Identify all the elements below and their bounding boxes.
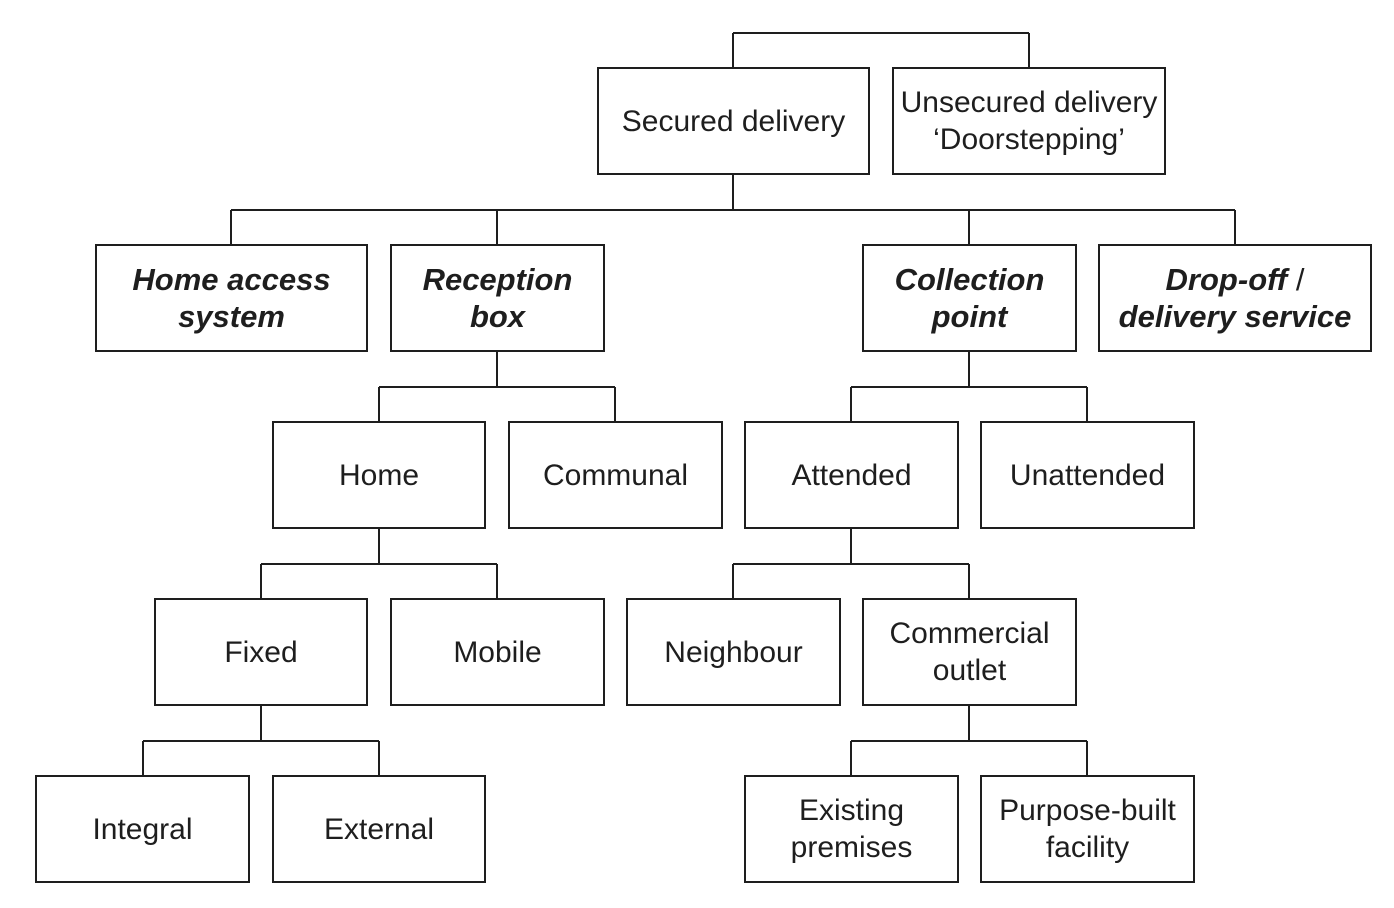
node-label-line2: box [469, 299, 526, 334]
node-label: Collection [894, 262, 1045, 297]
node-home-access-system: Home access system [95, 244, 368, 352]
node-neighbour: Neighbour [626, 598, 841, 706]
node-fixed: Fixed [154, 598, 368, 706]
node-label: Integral [92, 812, 193, 846]
node-label: Purpose-built [999, 794, 1176, 827]
node-external: External [272, 775, 486, 883]
node-label-line2: premises [790, 831, 913, 864]
node-label-line2: system [178, 299, 285, 334]
node-label: Fixed [224, 635, 298, 669]
node-label-line2: outlet [932, 654, 1007, 687]
node-label-line2: facility [1045, 831, 1130, 864]
node-label: Existing [798, 794, 905, 827]
node-mobile: Mobile [390, 598, 605, 706]
node-communal: Communal [508, 421, 723, 529]
node-attended: Attended [744, 421, 959, 529]
node-label: Mobile [453, 635, 542, 669]
node-label: Unsecured delivery [900, 86, 1158, 119]
node-reception-box: Reception box [390, 244, 605, 352]
node-label-row: Drop-off / [1166, 261, 1305, 298]
node-unsecured-delivery: Unsecured delivery ‘Doorstepping’ [892, 67, 1166, 175]
node-label: Unattended [1009, 458, 1166, 492]
node-label-slash: / [1287, 262, 1305, 297]
node-label: External [323, 812, 435, 846]
node-label: Secured delivery [621, 104, 846, 138]
node-label: Communal [542, 458, 689, 492]
node-label: Reception [422, 262, 573, 297]
node-label: Drop-off [1165, 262, 1288, 297]
node-collection-point: Collection point [862, 244, 1077, 352]
node-existing-premises: Existing premises [744, 775, 959, 883]
node-home: Home [272, 421, 486, 529]
node-label: Home [338, 458, 420, 492]
node-label-line2: delivery service [1118, 299, 1352, 334]
node-label: Attended [791, 458, 912, 492]
node-label: Home access [132, 262, 331, 297]
node-unattended: Unattended [980, 421, 1195, 529]
node-purpose-built-facility: Purpose-built facility [980, 775, 1195, 883]
node-drop-off-delivery-service: Drop-off / delivery service [1098, 244, 1372, 352]
node-label-line2: ‘Doorstepping’ [933, 123, 1125, 156]
node-integral: Integral [35, 775, 250, 883]
node-label-line2: point [931, 299, 1008, 334]
node-commercial-outlet: Commercial outlet [862, 598, 1077, 706]
node-label: Commercial [889, 617, 1050, 650]
node-secured-delivery: Secured delivery [597, 67, 870, 175]
node-label: Neighbour [664, 635, 803, 669]
